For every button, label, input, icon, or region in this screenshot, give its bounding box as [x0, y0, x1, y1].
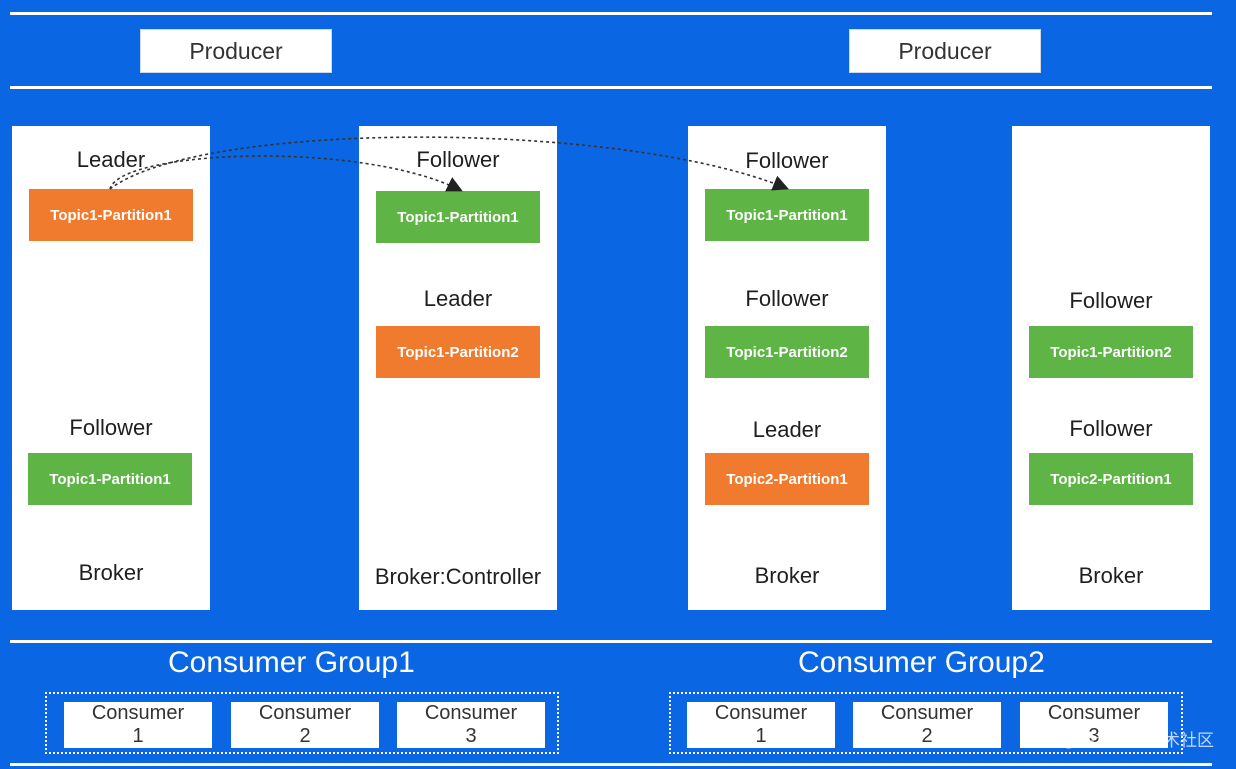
consumer-box: Consumer 1: [687, 702, 835, 748]
partition-follower: Topic1-Partition1: [28, 453, 192, 505]
partition-follower: Topic1-Partition2: [705, 326, 869, 378]
consumer-number: 2: [921, 725, 933, 747]
consumer-label: Consumer: [258, 702, 352, 724]
consumer-number: 1: [755, 725, 767, 747]
role-label: Leader: [76, 147, 146, 172]
consumer-group-title: Consumer Group2: [798, 646, 1045, 679]
broker-label: Broker: [1078, 563, 1144, 588]
broker-3: Follower Topic1-Partition1 Follower Topi…: [688, 126, 886, 610]
consumer-label: Consumer: [714, 702, 808, 724]
top-divider: [10, 12, 1212, 15]
role-label: Follower: [69, 415, 153, 440]
partition-leader: Topic1-Partition1: [29, 189, 193, 241]
broker-4: Follower Topic1-Partition2 Follower Topi…: [1012, 126, 1210, 610]
role-label: Leader: [752, 417, 822, 442]
consumer-group-title: Consumer Group1: [168, 646, 415, 679]
consumer-box: Consumer 3: [1020, 702, 1168, 748]
producer-divider: [10, 86, 1212, 89]
broker-label: Broker:Controller: [374, 564, 542, 589]
consumer-number: 1: [132, 725, 144, 747]
role-label: Follower: [745, 286, 829, 311]
consumer-box: Consumer 3: [397, 702, 545, 748]
producer-label: Producer: [898, 37, 992, 64]
producer-box-2: Producer: [849, 29, 1041, 73]
role-label: Follower: [1069, 416, 1153, 441]
partition-leader: Topic1-Partition2: [376, 326, 540, 378]
consumer-group-2: Consumer 1 Consumer 2 Consumer 3: [669, 692, 1183, 754]
consumer-box: Consumer 2: [231, 702, 379, 748]
role-label: Follower: [416, 147, 500, 172]
broker-label: Broker: [754, 563, 820, 588]
consumer-label: Consumer: [424, 702, 518, 724]
broker-2: Follower Topic1-Partition1 Leader Topic1…: [359, 126, 557, 610]
broker-1: Leader Topic1-Partition1 Follower Topic1…: [12, 126, 210, 610]
consumer-number: 3: [465, 725, 477, 747]
consumer-label: Consumer: [880, 702, 974, 724]
partition-follower: Topic1-Partition1: [705, 189, 869, 241]
partition-leader: Topic2-Partition1: [705, 453, 869, 505]
consumer-divider: [10, 640, 1212, 643]
partition-follower: Topic1-Partition2: [1029, 326, 1193, 378]
consumer-box: Consumer 2: [853, 702, 1001, 748]
consumer-label: Consumer: [91, 702, 185, 724]
partition-follower: Topic1-Partition1: [376, 191, 540, 243]
consumer-group-1: Consumer 1 Consumer 2 Consumer 3: [45, 692, 559, 754]
bottom-divider: [10, 763, 1212, 766]
partition-follower: Topic2-Partition1: [1029, 453, 1193, 505]
watermark: @稀土掘金技术社区: [1060, 731, 1214, 750]
role-label: Follower: [1069, 288, 1153, 313]
consumer-number: 2: [299, 725, 311, 747]
consumer-label: Consumer: [1047, 702, 1141, 724]
consumer-box: Consumer 1: [64, 702, 212, 748]
role-label: Follower: [745, 148, 829, 173]
producer-label: Producer: [189, 37, 283, 64]
producer-box-1: Producer: [140, 29, 332, 73]
consumer-number: 3: [1088, 725, 1100, 747]
broker-label: Broker: [78, 560, 144, 585]
role-label: Leader: [423, 286, 493, 311]
